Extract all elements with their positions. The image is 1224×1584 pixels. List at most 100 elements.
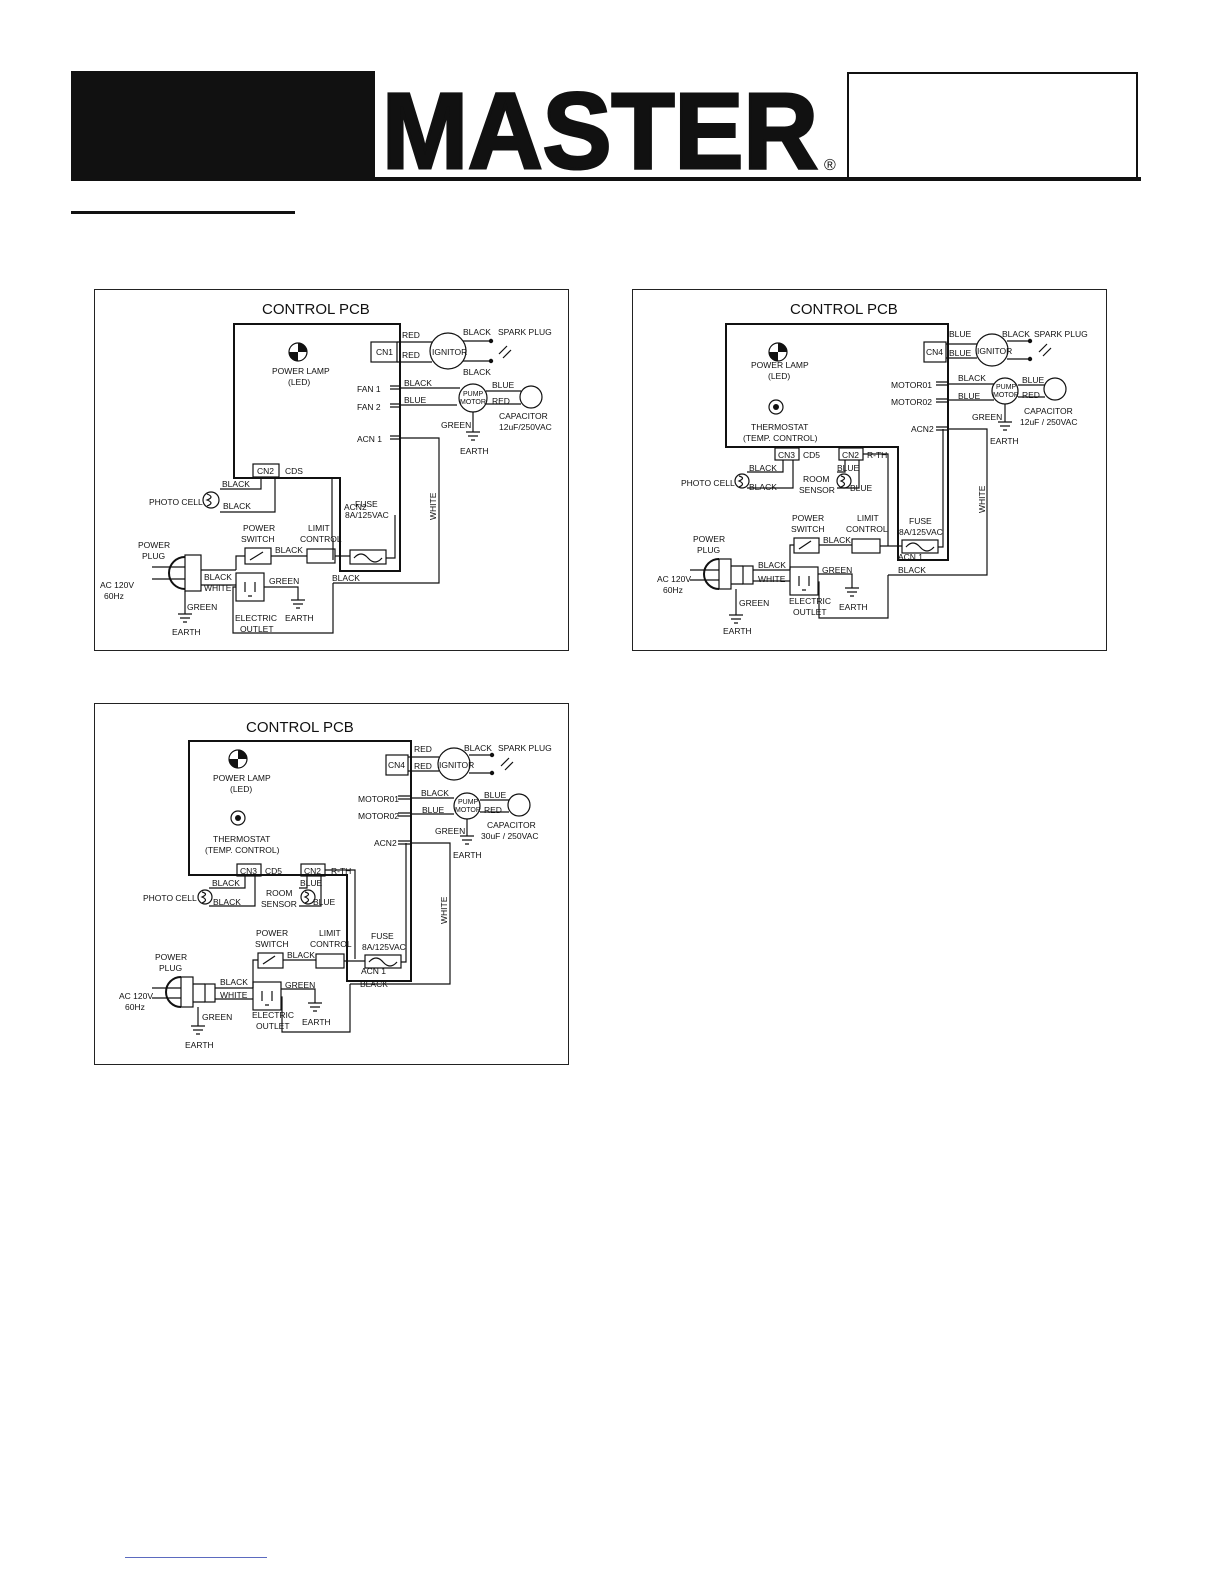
cn4-connector bbox=[385, 754, 409, 776]
power-plug-icon bbox=[703, 558, 720, 590]
room-sensor-icon bbox=[300, 889, 316, 905]
wire-label: SENSOR bbox=[799, 485, 835, 495]
wire-label: CN3 bbox=[778, 450, 795, 460]
wire-label: LIMIT bbox=[308, 523, 330, 533]
wire-label: WHITE bbox=[758, 574, 786, 584]
terminal-fan2-label: FAN 2 bbox=[357, 402, 381, 412]
wire-label: BLACK bbox=[287, 950, 315, 960]
wire-label: ROOM bbox=[266, 888, 292, 898]
wire-label: PLUG bbox=[159, 963, 182, 973]
wire-label: 60Hz bbox=[104, 591, 124, 601]
diagram-title: CONTROL PCB bbox=[246, 719, 354, 736]
wire-label: BLUE bbox=[1022, 375, 1045, 385]
wire-label: CN2 bbox=[304, 866, 321, 876]
wire-label: CN3 bbox=[240, 866, 257, 876]
ground-icon bbox=[466, 412, 480, 441]
wire-label: CD5 bbox=[803, 450, 820, 460]
wire-label: GREEN bbox=[441, 420, 471, 430]
wire-label: BLUE bbox=[300, 878, 323, 888]
wire-label: (TEMP. CONTROL) bbox=[743, 433, 818, 443]
capacitor-icon bbox=[1043, 377, 1067, 401]
wire-label: ACN 1 bbox=[361, 966, 386, 976]
ignitor-icon bbox=[429, 332, 467, 370]
wire-label: 30uF / 250VAC bbox=[481, 831, 539, 841]
wire-label: BLUE bbox=[949, 329, 972, 339]
ground-icon bbox=[281, 988, 322, 1012]
wire-label: PLUG bbox=[697, 545, 720, 555]
wire-label: MOTOR bbox=[993, 392, 1019, 399]
spark-plug-terminal-icon bbox=[488, 338, 494, 344]
wire-label: GREEN bbox=[187, 602, 217, 612]
wiring-diagram-2-svg: CONTROL PCB CN4 BLUE BLUE IGNITOR BLACK … bbox=[657, 301, 1088, 636]
master-logo: MASTER ® bbox=[381, 82, 837, 178]
wire-label: BLACK bbox=[421, 788, 449, 798]
photo-cell-icon bbox=[734, 473, 750, 489]
limit-control-icon bbox=[315, 953, 345, 969]
ground-icon bbox=[818, 573, 859, 597]
cn2-connector bbox=[252, 463, 280, 478]
wire-label: BLACK bbox=[360, 979, 388, 989]
wire-label: BLACK bbox=[222, 479, 250, 489]
wire-label: AC 120V bbox=[100, 580, 134, 590]
wire-label: 60Hz bbox=[125, 1002, 145, 1012]
pcb-outline bbox=[188, 740, 412, 982]
wire-label: CN2 bbox=[257, 466, 274, 476]
wire-label: BLACK bbox=[749, 463, 777, 473]
wire-label: BLUE bbox=[850, 483, 873, 493]
wire-label: CAPACITOR bbox=[1024, 406, 1073, 416]
wire-label: MOTOR bbox=[455, 807, 481, 814]
wire-label: POWER LAMP bbox=[213, 773, 271, 783]
wire-label: BLACK bbox=[463, 367, 491, 377]
wire-label: EARTH bbox=[185, 1040, 214, 1050]
wire-label: CONTROL bbox=[300, 534, 342, 544]
wire-label: PUMP bbox=[996, 384, 1017, 391]
wire-label: ACN 1 bbox=[898, 552, 923, 562]
wire-label: OUTLET bbox=[256, 1021, 290, 1031]
wiring-diagram-1-svg: CONTROL PCB CN1 RED RED IGNITOR BLACK BL… bbox=[100, 301, 552, 637]
wire-label: MOTOR02 bbox=[358, 811, 399, 821]
wire-label: BLACK bbox=[898, 565, 926, 575]
wire-label: ACN2 bbox=[374, 838, 397, 848]
cn3-connector bbox=[774, 447, 800, 461]
wire-label: BLUE bbox=[958, 391, 981, 401]
electric-outlet-icon bbox=[235, 572, 265, 602]
wire-label: IGNITOR bbox=[439, 760, 474, 770]
wire-label: CD5 bbox=[265, 866, 282, 876]
wire-label: CN4 bbox=[388, 760, 405, 770]
wire-label: CDS bbox=[285, 466, 303, 476]
wire-label: GREEN bbox=[435, 826, 465, 836]
pump-motor-icon bbox=[458, 383, 488, 413]
ignitor-label: IGNITOR bbox=[432, 347, 467, 357]
wire-label: WHITE bbox=[977, 485, 987, 513]
wire-label: MOTOR02 bbox=[891, 397, 932, 407]
wire-label: BLUE bbox=[492, 380, 515, 390]
room-sensor-icon bbox=[836, 473, 852, 489]
wire-label: SWITCH bbox=[241, 534, 275, 544]
wiring-diagram-1: CONTROL PCB CN1 RED RED IGNITOR BLACK BL… bbox=[94, 289, 569, 651]
wire-label: RED bbox=[402, 350, 420, 360]
wire-label: ROOM bbox=[803, 474, 829, 484]
power-switch-icon bbox=[244, 547, 272, 565]
wire-label: EARTH bbox=[453, 850, 482, 860]
wire-label: PUMP bbox=[463, 391, 484, 398]
ground-icon bbox=[460, 819, 474, 845]
wire-label: RED bbox=[414, 761, 432, 771]
spark-plug-icon bbox=[1038, 343, 1052, 357]
spark-plug-terminal-icon bbox=[488, 358, 494, 364]
wire-label: GREEN bbox=[269, 576, 299, 586]
wire-label: WHITE bbox=[220, 990, 248, 1000]
wire-label: BLACK bbox=[223, 501, 251, 511]
terminal-acn1-label: ACN 1 bbox=[357, 434, 382, 444]
wire-label: BLACK bbox=[1002, 329, 1030, 339]
wire-label: (TEMP. CONTROL) bbox=[205, 845, 280, 855]
power-switch-icon bbox=[793, 537, 820, 554]
wire-label: RED bbox=[492, 396, 510, 406]
wire-label: MOTOR bbox=[460, 399, 486, 406]
wire-label: 8A/125VAC bbox=[899, 527, 943, 537]
wire-label: BLUE bbox=[313, 897, 336, 907]
capacitor-icon bbox=[507, 793, 531, 817]
wire-label: BLACK bbox=[404, 378, 432, 388]
wire-label: FUSE bbox=[909, 516, 932, 526]
cn4-connector bbox=[923, 341, 947, 363]
wire-label: (LED) bbox=[288, 377, 310, 387]
